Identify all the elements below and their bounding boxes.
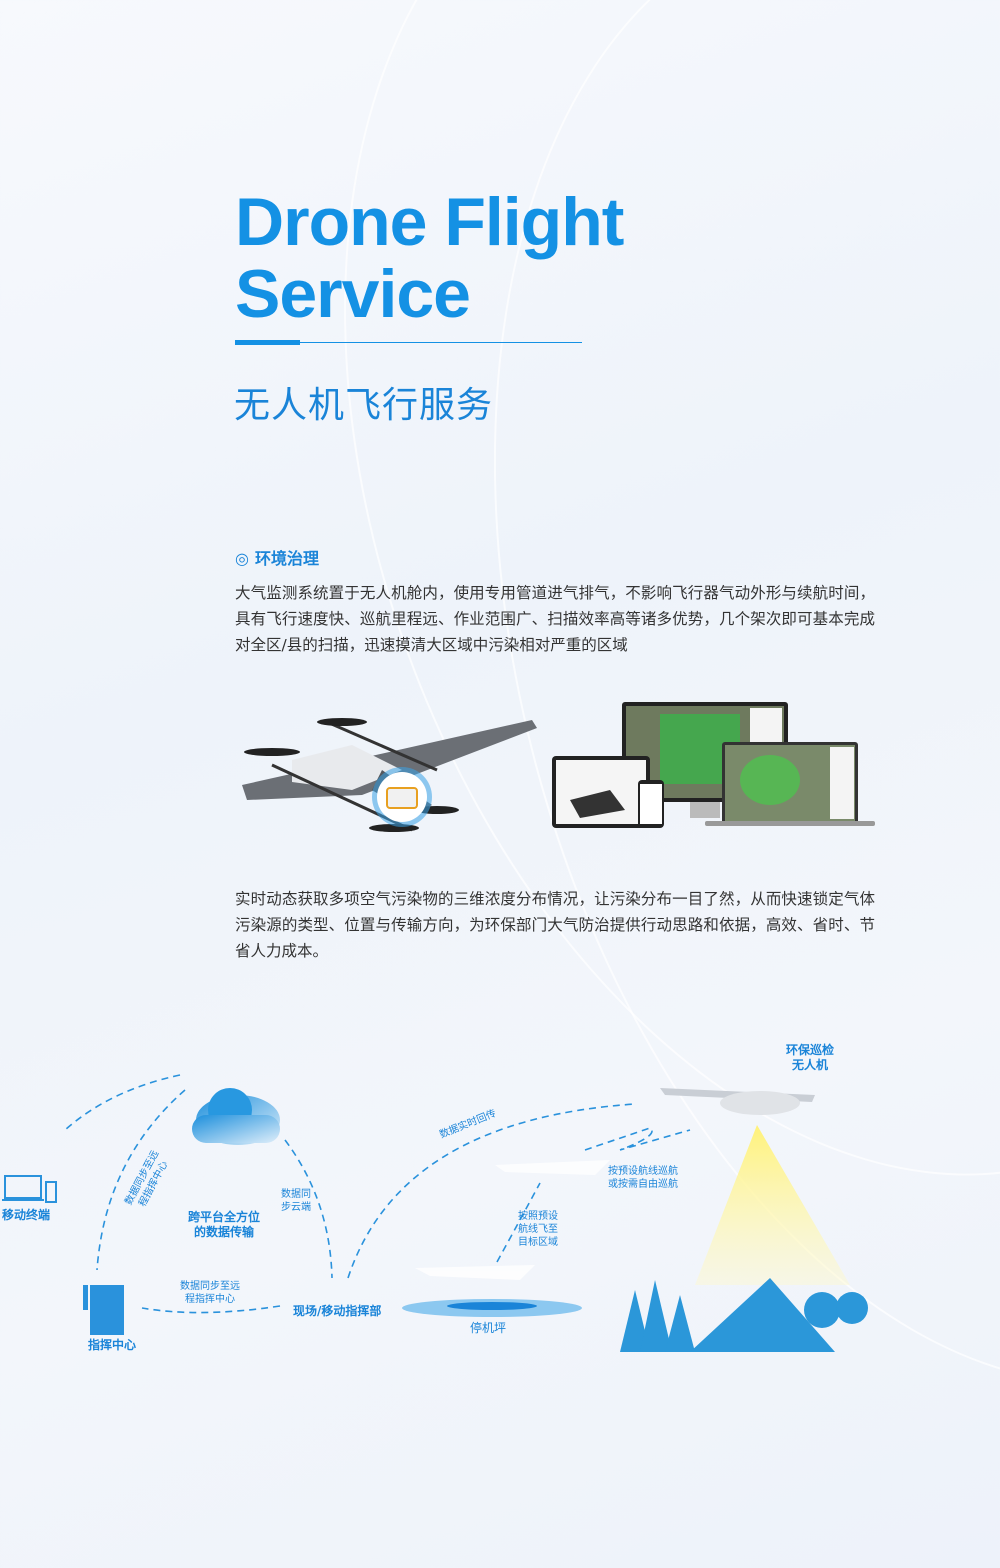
forest-mountains-icon: [620, 1278, 868, 1352]
label-cruise: 按预设航线巡航或按需自由巡航: [608, 1166, 678, 1190]
building-icon: [83, 1285, 124, 1335]
page-subtitle: 无人机飞行服务: [234, 385, 494, 426]
label-helipad: 停机坪: [470, 1321, 507, 1335]
paragraph-details: 实时动态获取多项空气污染物的三维浓度分布情况，让污染分布一目了然，从而快速锁定气…: [235, 890, 875, 960]
cloud-icon: [192, 1088, 280, 1145]
paragraph-intro: 大气监测系统置于无人机舱内，使用专用管道进气排气，不影响飞行器气动外形与续航时间…: [235, 584, 875, 654]
label-field-command: 现场/移动指挥部: [293, 1304, 382, 1318]
label-cross-platform: 跨平台全方位的数据传输: [187, 1210, 260, 1239]
label-command-center: 指挥中心: [88, 1338, 137, 1352]
sensor-beam: [695, 1125, 850, 1285]
drone-icon: [415, 1160, 610, 1280]
title-divider-accent: [235, 340, 300, 345]
helipad-icon: [402, 1299, 582, 1317]
mobile-devices-icon: [2, 1175, 57, 1203]
section-heading: ◎环境治理: [235, 549, 319, 568]
label-mobile-terminal: 移动终端: [2, 1208, 51, 1222]
circle-target-icon: ◎: [235, 549, 249, 568]
data-flow-diagram: [2, 1074, 868, 1352]
drone-with-sensor-image: [242, 718, 537, 832]
monitoring-software-devices-image: [552, 702, 875, 828]
label-fly-to-target: 按照预设航线飞至目标区域: [518, 1211, 558, 1248]
title-divider: [235, 342, 582, 343]
label-sync-remote: 数据同步至远程指挥中心: [180, 1281, 240, 1305]
patrol-drone-icon: [660, 1088, 815, 1115]
label-sync-cloud: 数据同步云端: [281, 1189, 311, 1213]
label-patrol-drone: 环保巡检无人机: [785, 1043, 834, 1072]
